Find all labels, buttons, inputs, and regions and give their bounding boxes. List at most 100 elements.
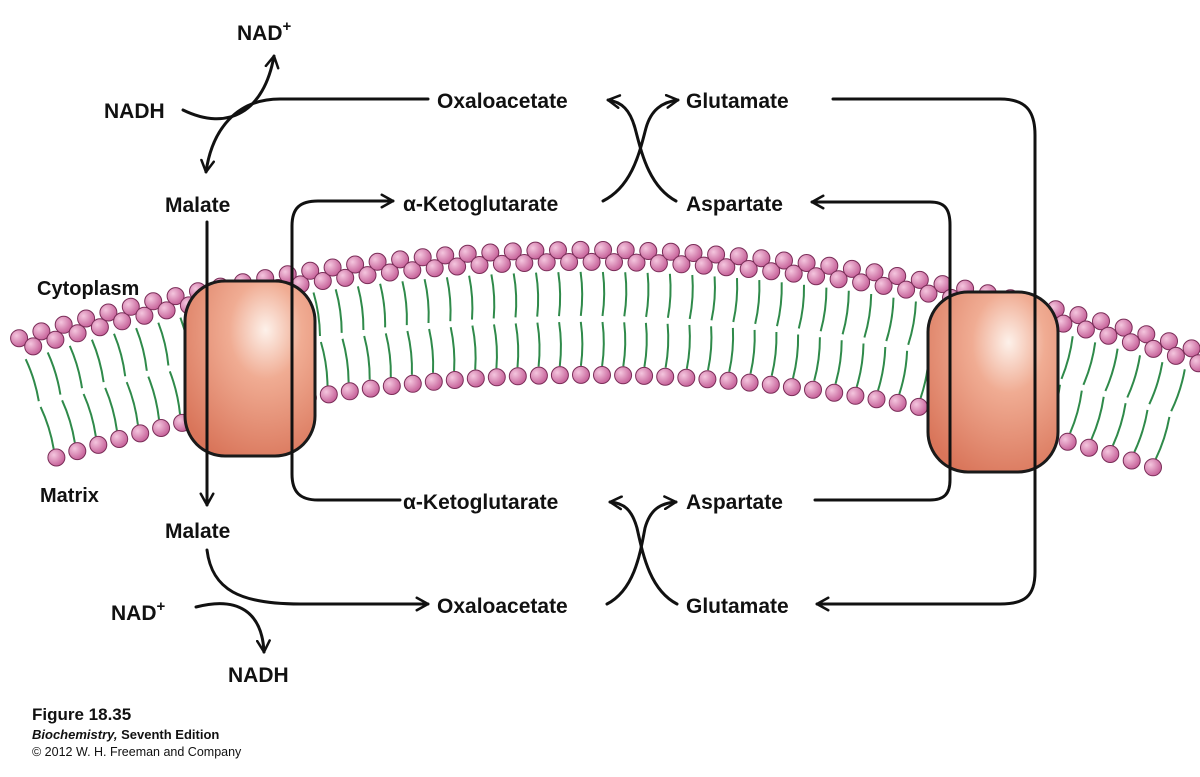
lipid-head [424,372,443,391]
lipid-tail [125,381,139,425]
lipid-head [403,261,422,280]
lipid-tail [147,376,160,420]
lipid-head [470,256,489,274]
lipid-head [1121,333,1140,352]
lipid-head [897,280,916,299]
lipid-head [752,249,771,268]
lipid-head [605,253,623,272]
glutamate-to-akg-bottom-arrow [608,495,679,606]
lipid-head [529,366,548,385]
lipid-tail [819,287,828,332]
lipid-tail [61,399,76,443]
lipid-tail [666,273,672,318]
lipid-head [368,252,387,271]
lipid-head [1058,432,1077,451]
lipid-tail [601,271,606,317]
lipid-tail [82,393,97,437]
book-reference: Biochemistry, Seventh Edition [32,726,241,744]
lipid-tail [841,290,850,335]
lipid-head [90,318,109,337]
lipid-tail [579,321,584,367]
lipid-head [719,371,738,390]
lipid-head [10,329,29,348]
lipid-tail [728,327,735,373]
lipid-head [47,448,66,467]
lipid-tail [885,297,895,342]
lipid-tail [493,324,498,369]
lipid-tail [792,334,800,379]
lipid-head [382,377,401,395]
lipid-head [1122,451,1141,470]
lipid-tail [754,280,761,325]
lipid-head [32,322,51,341]
lipid-head [110,430,129,448]
lipid-tail [46,351,62,395]
lipid-tail [1148,362,1164,405]
lipid-head [1137,325,1156,344]
lipid-head [729,247,748,266]
lipid-tail [749,329,756,374]
lipid-tail [707,326,713,371]
aspartate-bottom-label: Aspartate [686,491,783,514]
lipid-head [919,284,938,303]
copyright-line: © 2012 W. H. Freeman and Company [32,745,242,759]
lipid-tail [471,325,477,370]
lipid-head [739,260,758,278]
lipid-tail [468,275,474,320]
nad-plus-top-label: NAD+ [237,18,292,45]
lipid-head [797,254,816,272]
lipid-head [436,246,455,265]
aspartate-to-oxaloacetate-top-arrow [606,94,678,203]
lipid-head [24,337,43,356]
lipid-tail [168,371,181,415]
lipid-head [340,382,359,401]
akg-transport-arrow [290,193,402,502]
lipid-head [445,371,464,389]
nadh-top-label: NADH [104,100,165,123]
matrix-label: Matrix [40,485,99,507]
lipid-tail [24,358,40,402]
lipid-tail [379,283,387,328]
lipid-tail [579,271,584,317]
lipid-tail [1111,403,1127,446]
lipid-tail [90,339,105,383]
lipid-tail [863,293,873,338]
lipid-head [492,254,511,273]
lipid-tail [813,337,821,382]
nadh-bottom-label: NADH [228,664,289,687]
lipid-tail [449,326,456,372]
lipid-tail [535,272,540,317]
aspartate-top-label: Aspartate [686,193,783,216]
lipid-head [1166,346,1185,365]
lipid-head [550,366,569,385]
lipid-tail [312,292,321,337]
lipid-tail [39,406,55,450]
lipid-head [865,263,884,282]
lipid-tail [797,284,806,329]
lipid-head [782,378,801,397]
lipid-head [593,366,611,384]
lipid-head [820,256,839,275]
lipid-head [77,309,96,328]
metabolite-labels: NAD+ NADH Malate Oxaloacetate Glutamate … [37,18,789,687]
lipid-tail [135,327,148,371]
lipid-head [537,253,556,272]
lipid-head [413,248,432,267]
lipid-head [639,242,658,260]
lipid-head [661,242,680,261]
lipid-head [910,270,929,289]
lipid-tail [1154,416,1171,460]
nadh-to-nad-top-arrow [181,54,280,121]
lipid-head [46,330,65,349]
lipid-tail [1133,409,1149,453]
lipid-head [458,244,477,263]
book-edition: Seventh Edition [117,727,220,742]
lipid-head [740,373,759,392]
lipid-tail [406,330,413,375]
lipid-head [807,267,826,286]
lipid-tail [622,322,627,367]
glutamate-transport-arrow [815,97,1037,612]
lipid-head [1101,445,1120,463]
lipid-head [656,367,675,386]
oxaloacetate-to-malate-top-arrow [200,97,430,174]
